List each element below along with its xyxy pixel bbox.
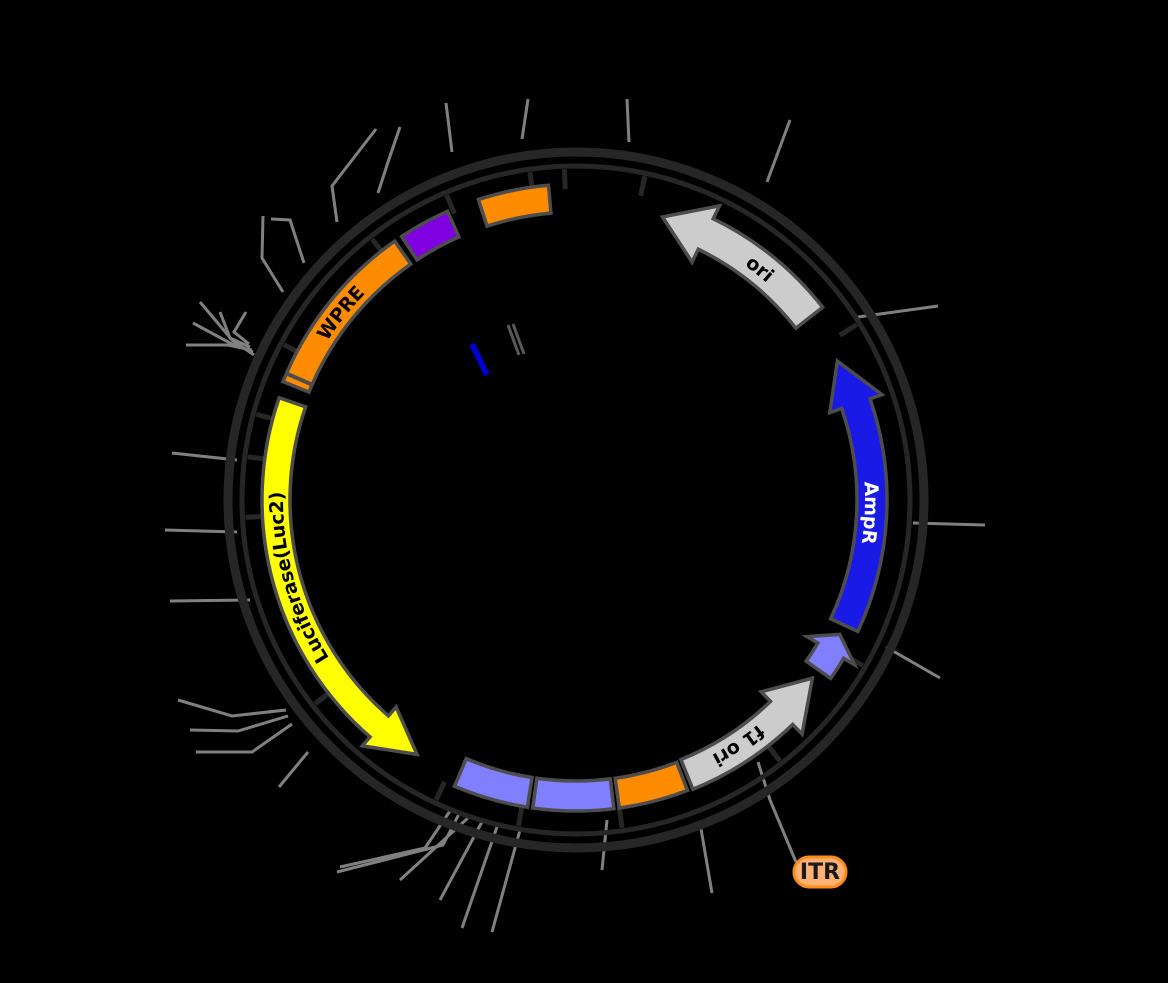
leader-botleft-4 xyxy=(177,698,287,718)
leader-left-7 xyxy=(218,311,251,349)
feature-periwinkle-box-left[interactable] xyxy=(452,756,535,810)
backbone-tick-11 xyxy=(765,743,782,763)
feature-shape-purple-box-top[interactable] xyxy=(399,209,462,263)
leader-top-3 xyxy=(625,98,631,143)
feature-shape-periwinkle-box-left[interactable] xyxy=(452,756,535,810)
leader-botleft-2 xyxy=(196,722,293,754)
feature-shape-ampr[interactable] xyxy=(827,357,889,634)
itr-badge-pill[interactable] xyxy=(792,855,848,889)
feature-orange-box-top[interactable] xyxy=(476,183,553,229)
feature-purple-box-top[interactable] xyxy=(399,209,462,263)
backbone-tick-9 xyxy=(838,322,859,338)
leader-top-1 xyxy=(444,102,454,153)
leader-left-6 xyxy=(186,343,253,352)
feature-badges: ITR xyxy=(792,855,848,889)
feature-orange-box-bottom[interactable] xyxy=(613,760,690,810)
backbone-tick-13 xyxy=(516,805,525,827)
leader-upleft-2 xyxy=(270,217,306,264)
itr-badge-label: ITR xyxy=(800,860,840,885)
feature-shape-ampr-promoter[interactable] xyxy=(801,632,859,681)
backbone-inner-circle xyxy=(239,163,913,837)
backbone-tick-marks xyxy=(245,169,864,829)
backbone-outer-circle xyxy=(223,147,929,853)
gray-site-tick-a xyxy=(506,324,521,356)
leader-upleft-3 xyxy=(330,128,378,223)
feature-shape-orange-box-top[interactable] xyxy=(476,183,553,229)
leader-right-2 xyxy=(885,645,941,680)
feature-ampr-promoter[interactable] xyxy=(801,632,859,681)
backbone-tick-5 xyxy=(444,194,457,215)
inner-site-ticks xyxy=(469,323,526,377)
feature-shape-ori[interactable] xyxy=(659,203,826,331)
feature-periwinkle-box-right[interactable] xyxy=(530,776,616,813)
backbone-tick-12 xyxy=(616,807,625,829)
leader-upleft-4 xyxy=(376,126,402,194)
feature-shape-wpre[interactable] xyxy=(280,238,414,395)
leader-botleft-3 xyxy=(189,714,289,733)
blue-site-tick xyxy=(469,342,490,377)
feature-shape-luciferase[interactable] xyxy=(260,395,420,757)
feature-shape-orange-box-bottom[interactable] xyxy=(613,760,690,810)
backbone-tick-14 xyxy=(433,780,447,802)
leader-top-2 xyxy=(520,98,530,140)
feature-shape-f1-ori[interactable] xyxy=(678,675,815,792)
leader-left-1 xyxy=(169,598,251,603)
feature-ampr[interactable]: AmpR xyxy=(827,357,889,634)
feature-shape-periwinkle-box-right[interactable] xyxy=(530,776,616,813)
feature-start-bar-wpre xyxy=(285,371,313,387)
plasmid-backbone xyxy=(223,147,929,853)
gray-site-tick-b xyxy=(511,323,526,355)
leader-botleft-1 xyxy=(277,751,310,788)
feature-ori[interactable]: ori xyxy=(659,203,826,331)
backbone-tick-8 xyxy=(638,175,648,197)
leader-upleft-1 xyxy=(260,215,285,293)
itr-badge[interactable]: ITR xyxy=(792,855,848,889)
feature-label-ampr: AmpR xyxy=(857,481,882,546)
leader-left-8 xyxy=(232,311,250,346)
backbone-tick-7 xyxy=(561,169,568,190)
leader-bot-r-2 xyxy=(698,822,714,894)
leader-top-4 xyxy=(765,119,792,183)
